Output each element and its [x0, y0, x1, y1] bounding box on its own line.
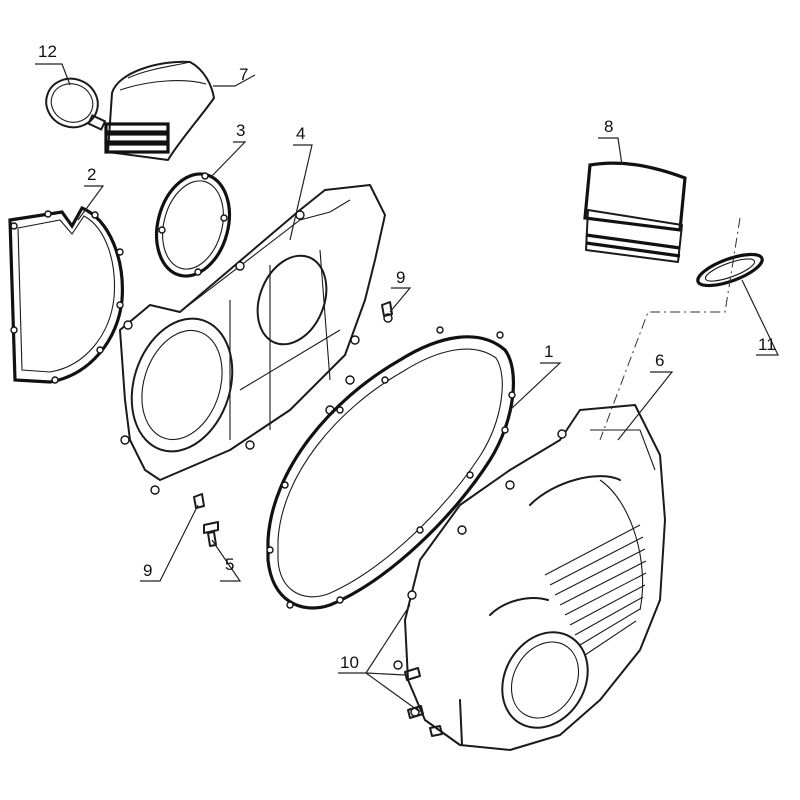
- callout-10: 10: [340, 653, 359, 672]
- part-2-gasket: [8, 205, 124, 384]
- assembly-centerline: [599, 217, 741, 441]
- part-3-round-seal: [155, 172, 231, 278]
- part-11-clamp: [696, 252, 764, 288]
- callout-1: 1: [544, 342, 553, 361]
- callout-2: 2: [87, 165, 96, 184]
- callout-8: 8: [604, 117, 613, 136]
- part-12-hose-clamp: [45, 77, 107, 131]
- callout-9-lower: 9: [143, 561, 152, 580]
- part-1-large-gasket: [266, 326, 516, 610]
- callout-6: 6: [655, 351, 664, 370]
- callout-labels: 12 7 3 4 2 8 9 1 6 11 9 5 10: [38, 42, 776, 672]
- leader-lines: [35, 63, 779, 713]
- callout-9-upper: 9: [396, 268, 405, 287]
- callout-11: 11: [758, 335, 776, 354]
- outer-cover-grille: [544, 524, 647, 656]
- part-8-filter-element: [583, 161, 687, 263]
- part-10-screws: [404, 667, 443, 737]
- callout-7: 7: [239, 65, 248, 84]
- part-9-fasteners: [193, 301, 393, 509]
- part-5-bolt: [203, 521, 219, 547]
- callout-5: 5: [225, 555, 234, 574]
- callout-12: 12: [38, 42, 57, 61]
- callout-3: 3: [236, 121, 245, 140]
- callout-4: 4: [296, 124, 305, 143]
- part-6-outer-cover: [393, 404, 666, 751]
- gasket-2-bolt-holes: [10, 210, 124, 384]
- part-7-intake-duct: [104, 60, 215, 161]
